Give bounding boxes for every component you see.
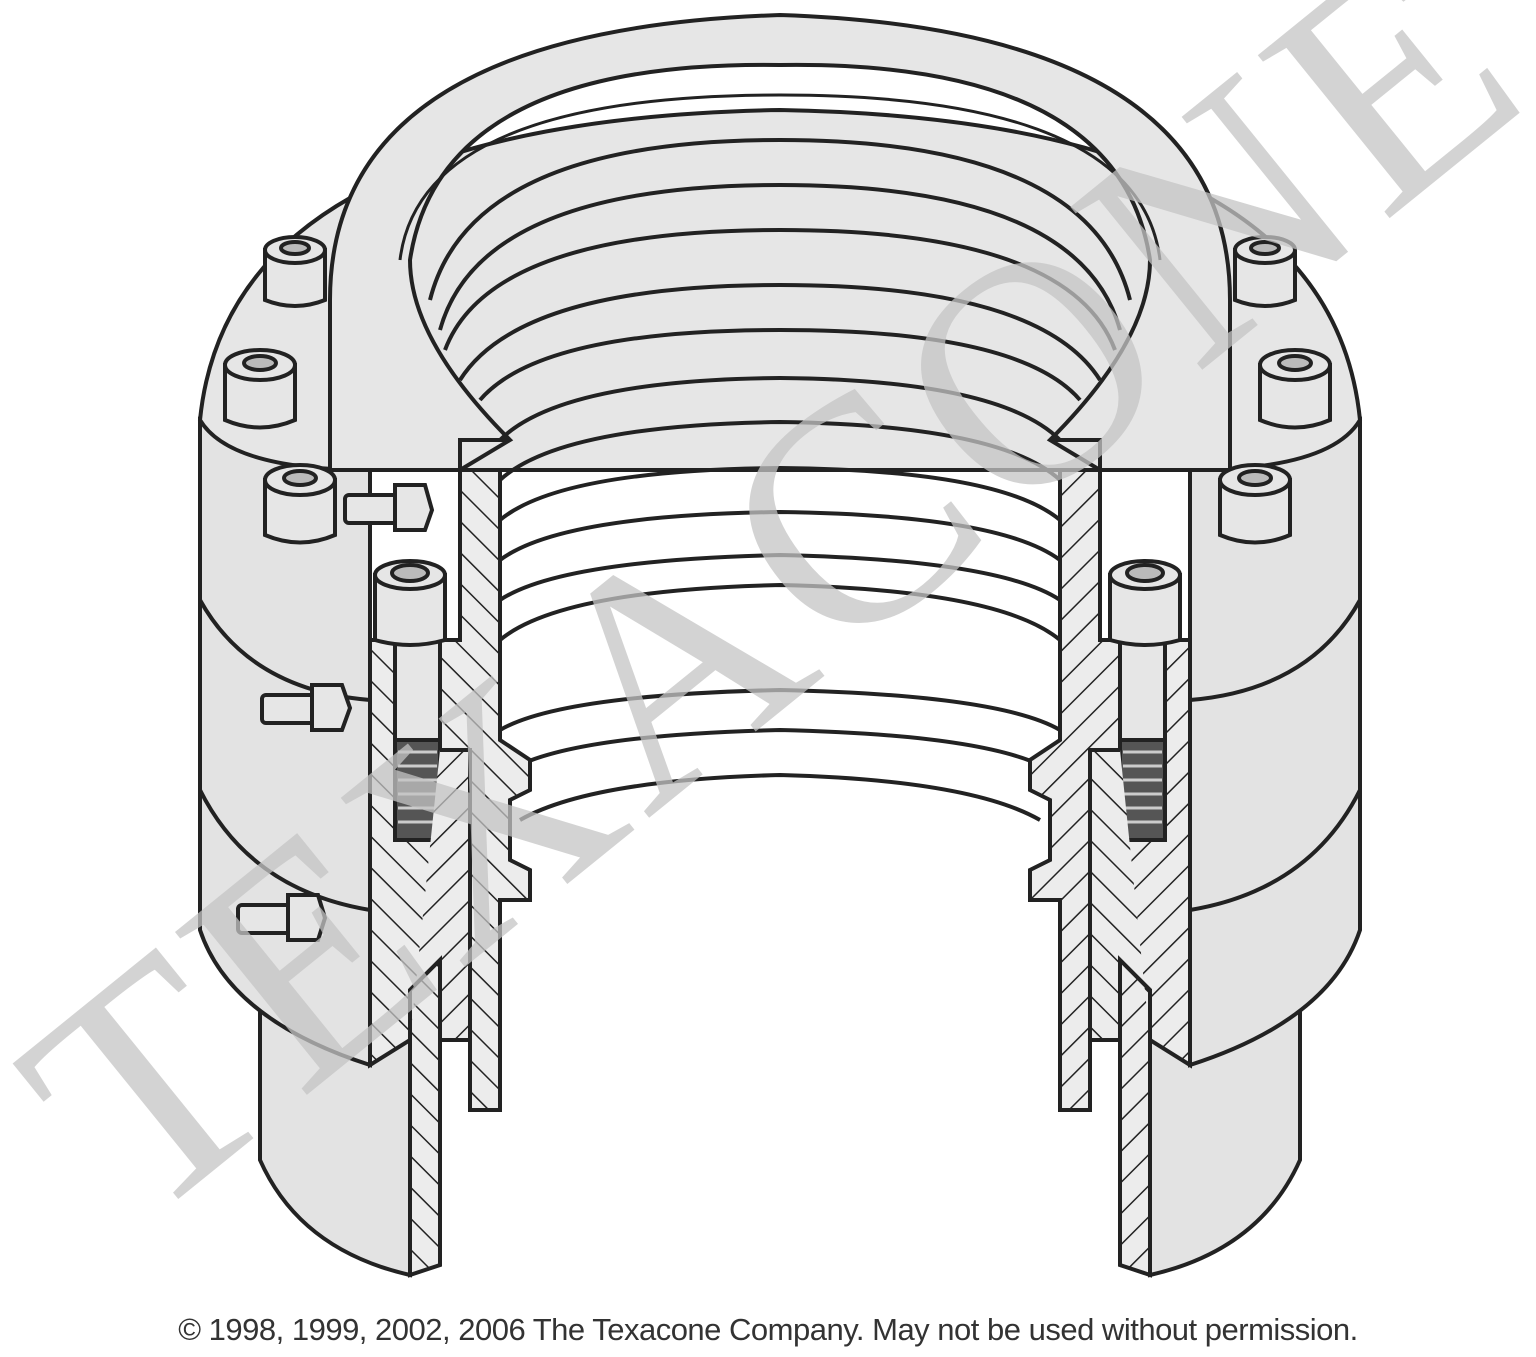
inner-bore-rings (428, 137, 1132, 822)
clamp-ring (328, 12, 1232, 472)
copyright-notice: © 1998, 1999, 2002, 2006 The Texacone Co… (178, 1312, 1358, 1347)
set-screws (236, 483, 435, 942)
flange-bolts (223, 235, 1332, 545)
right-cross-section (1028, 468, 1192, 1278)
cap-screw-right (1108, 559, 1182, 647)
cap-screw-left (373, 559, 447, 647)
left-cross-section (368, 468, 532, 1278)
